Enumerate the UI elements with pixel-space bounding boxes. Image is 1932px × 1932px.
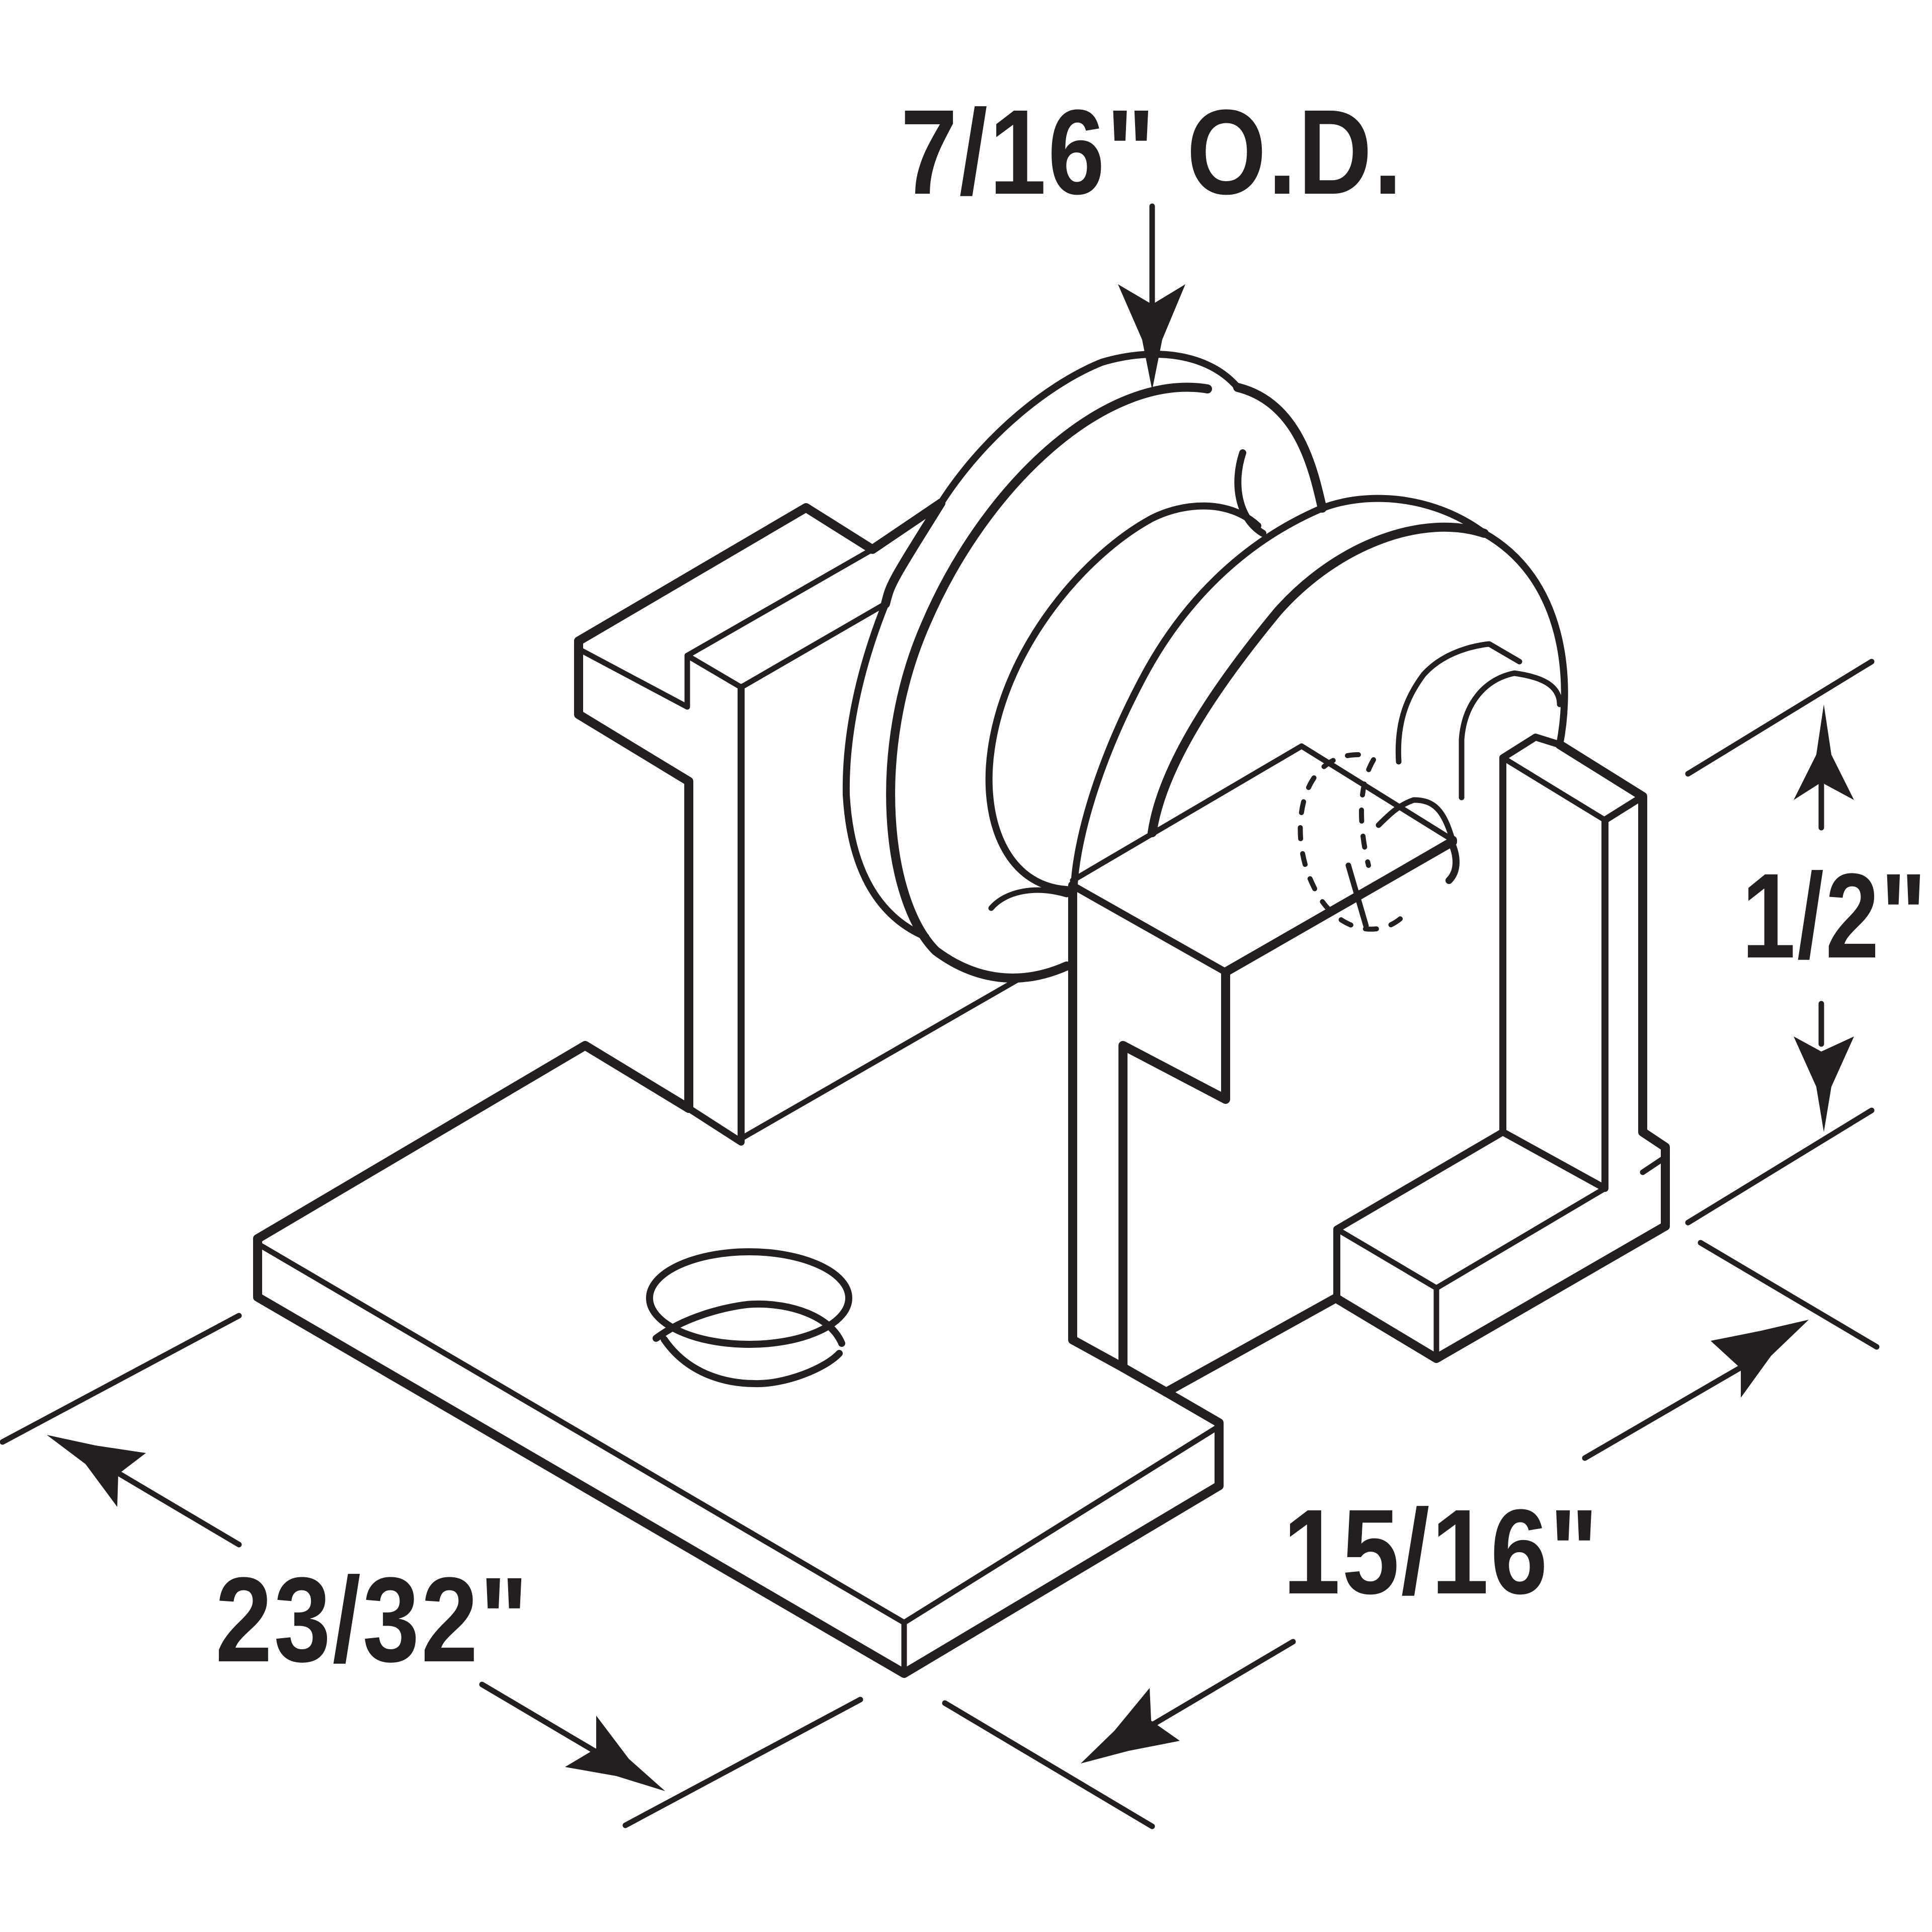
dimension-wheel-od: 7/16" O.D. xyxy=(901,85,1404,390)
label-height: 1/2" xyxy=(1742,848,1928,983)
extension-line-left xyxy=(0,1313,242,1445)
arrowhead-up-icon xyxy=(1794,704,1854,800)
dimension-width: 23/32" xyxy=(0,1313,863,1828)
arrowhead-left-icon xyxy=(1081,1688,1180,1763)
right-bracket xyxy=(1162,734,1670,1397)
extension-line-right xyxy=(1698,1240,1880,1350)
base-plate xyxy=(253,1041,1224,1678)
label-wheel-od: 7/16" O.D. xyxy=(901,85,1404,219)
wheel xyxy=(842,351,1568,983)
arrowhead-down-icon xyxy=(1794,1036,1854,1132)
extension-line-right xyxy=(622,1697,863,1828)
label-depth: 15/16" xyxy=(1283,1484,1600,1619)
extension-line-left xyxy=(942,1700,1155,1829)
dimension-depth: 15/16" xyxy=(942,1240,1880,1829)
mounting-hole xyxy=(646,1248,852,1388)
left-bracket xyxy=(574,499,1024,1146)
extension-line-bottom xyxy=(1685,1107,1875,1226)
arrowhead-left-icon xyxy=(47,1435,146,1507)
dimension-height: 1/2" xyxy=(1685,659,1928,1226)
arrowhead-right-icon xyxy=(1711,1320,1809,1398)
arrowhead-down-icon xyxy=(1118,284,1185,390)
extension-line-top xyxy=(1685,659,1875,777)
center-housing xyxy=(1068,641,1563,1397)
arrowhead-right-icon xyxy=(565,1716,665,1791)
label-width: 23/32" xyxy=(215,1552,530,1687)
